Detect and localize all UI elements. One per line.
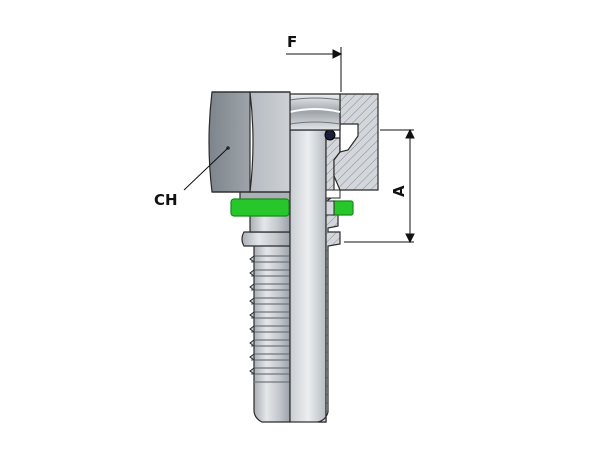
ch-label: CH <box>154 191 178 209</box>
green-washer <box>230 198 354 217</box>
ch-leader <box>183 147 229 191</box>
bore <box>289 129 327 423</box>
section-view <box>317 93 379 423</box>
dimension-f-label: F <box>287 33 297 51</box>
dimension-a-label: A <box>390 185 408 197</box>
dimension-f <box>286 47 343 92</box>
hose-stem <box>239 189 291 423</box>
serrations <box>251 255 290 383</box>
o-ring <box>324 129 336 141</box>
dimension-a <box>344 128 415 244</box>
seal-face <box>289 93 341 131</box>
hex-nut <box>208 91 291 193</box>
